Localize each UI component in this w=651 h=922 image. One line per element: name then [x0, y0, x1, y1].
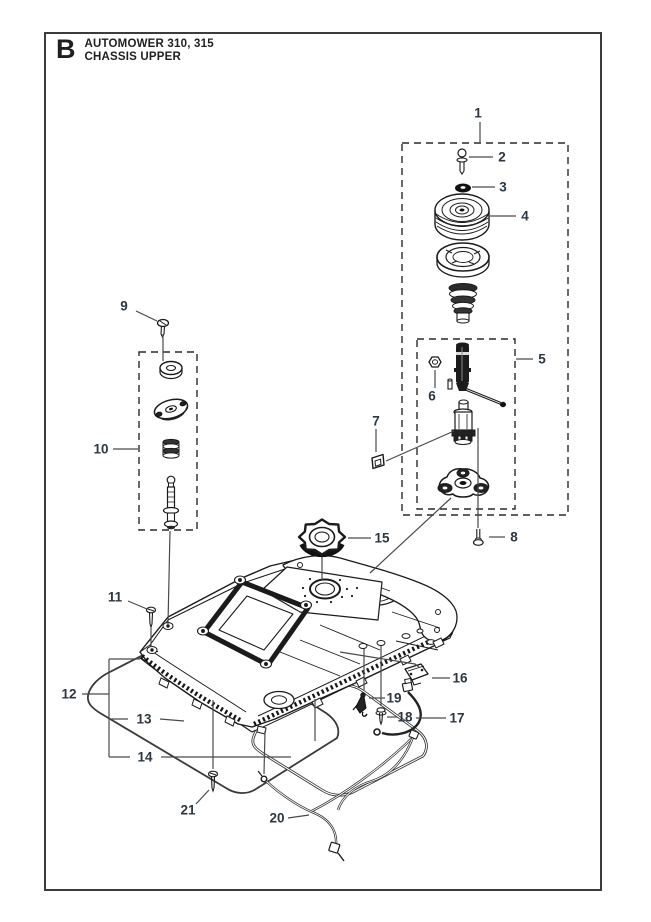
callout-14: 14	[137, 749, 153, 765]
page-border	[44, 32, 602, 891]
callout-21: 21	[180, 802, 196, 818]
callout-7: 7	[372, 413, 380, 429]
callout-1: 1	[474, 105, 482, 121]
cable-20	[257, 729, 420, 862]
nut-6	[428, 356, 442, 368]
model-title: AUTOMOWER 310, 315	[84, 38, 214, 50]
rubber-grommet	[162, 438, 180, 459]
callout-2: 2	[498, 149, 506, 165]
front-oval-boss	[263, 690, 295, 710]
callout-5: 5	[538, 351, 546, 367]
callout-11: 11	[107, 589, 123, 605]
spring-clip-19	[352, 692, 368, 717]
callout-8: 8	[510, 529, 518, 545]
callout-6: 6	[428, 388, 436, 404]
screw-2	[456, 148, 468, 175]
callout-12: 12	[61, 686, 77, 702]
clutch-ring	[436, 242, 490, 278]
screw-21	[207, 770, 219, 793]
pivot-bracket	[153, 398, 189, 421]
cable-17	[373, 677, 422, 736]
screw-hole-dots	[301, 577, 359, 604]
upper-shaft	[454, 342, 471, 391]
callout-3: 3	[499, 179, 507, 195]
top-platform	[261, 566, 383, 621]
screw-8	[472, 529, 484, 546]
long-pin	[463, 386, 507, 408]
callout-9: 9	[120, 298, 128, 314]
contact-plate-16	[404, 663, 429, 686]
section-letter: B	[56, 34, 76, 64]
spindle-cylinder	[451, 399, 476, 446]
pulley-4	[434, 193, 490, 241]
section-title: CHASSIS UPPER	[84, 51, 182, 63]
clip-7	[371, 453, 385, 470]
hatch-opening	[196, 575, 313, 669]
pivot-shaft	[162, 475, 180, 530]
star-knob-15	[297, 518, 347, 558]
callout-19: 19	[386, 690, 402, 706]
group-box-1	[401, 142, 569, 516]
hatch-corner-bosses	[196, 575, 313, 669]
screw-18	[375, 707, 387, 726]
gasket-loop	[87, 632, 340, 794]
callout-15: 15	[374, 530, 390, 546]
leader-lines	[82, 122, 533, 819]
group-boxes	[138, 142, 569, 531]
callout-20: 20	[269, 810, 285, 826]
washer-3	[455, 183, 471, 193]
rubber-bellows	[448, 283, 478, 324]
screw-11	[145, 606, 157, 629]
small-pin	[447, 378, 453, 390]
callout-17: 17	[449, 710, 465, 726]
screw-9	[156, 318, 170, 339]
title-block: B AUTOMOWER 310, 315 CHASSIS UPPER	[56, 36, 214, 64]
callout-10: 10	[93, 441, 109, 457]
callout-4: 4	[521, 208, 529, 224]
washer-disc	[159, 360, 183, 380]
callout-16: 16	[452, 670, 468, 686]
callout-13: 13	[136, 711, 152, 727]
callout-18: 18	[397, 709, 413, 725]
three-arm-bracket	[437, 468, 490, 498]
right-side-plate	[391, 611, 441, 651]
group-box-5	[416, 338, 516, 510]
group-box-10	[138, 351, 198, 531]
